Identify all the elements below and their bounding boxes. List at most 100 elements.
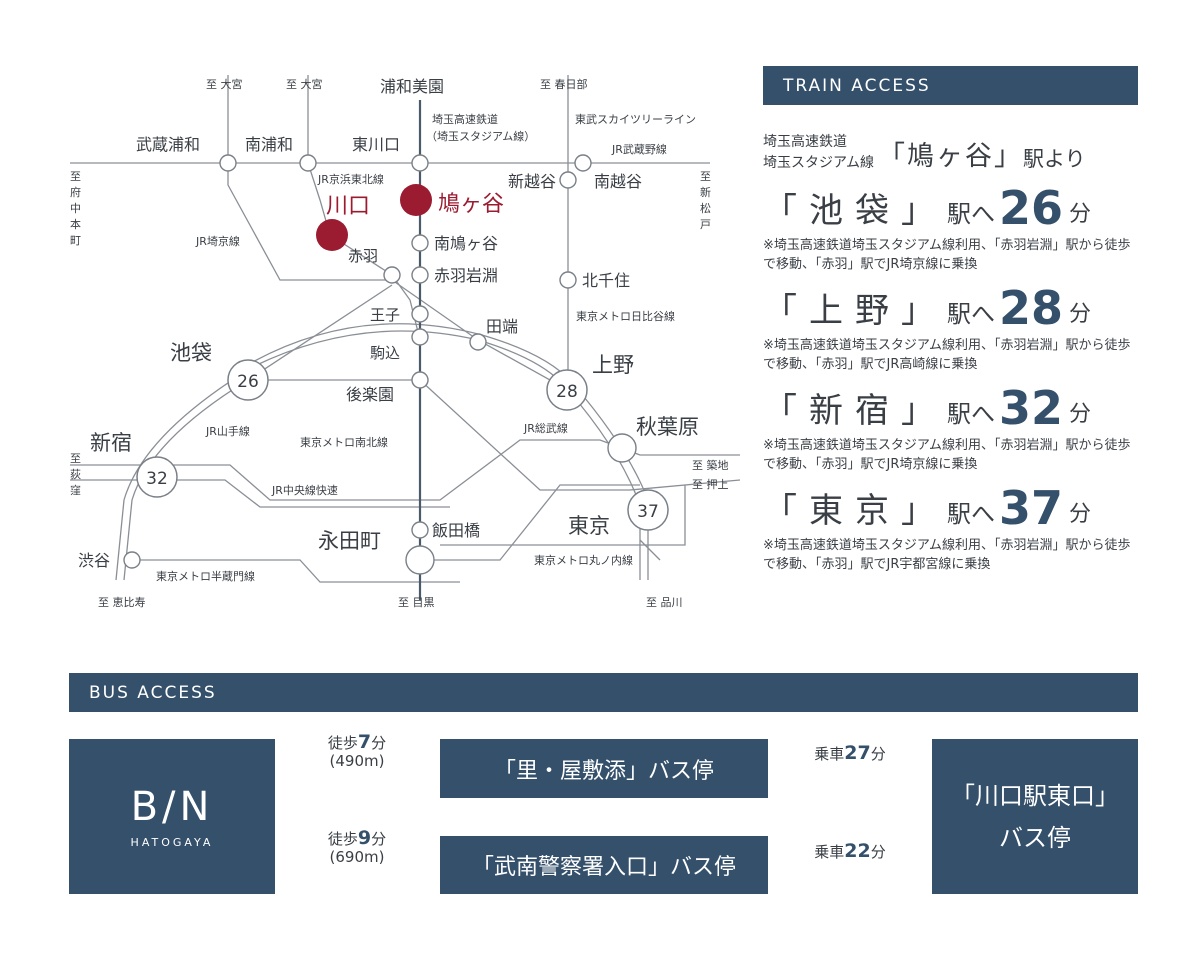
dir-shinagawa: 至 品川	[646, 596, 683, 609]
hanzomon-line	[124, 559, 460, 583]
station-tabata	[469, 333, 487, 351]
walk2-suffix: 分	[371, 830, 387, 848]
station-shinkoshigaya	[559, 171, 577, 189]
saikyo-link	[247, 284, 393, 381]
ride1-prefix: 乗車	[814, 745, 845, 763]
label-shinkoshigaya: 新越谷	[508, 172, 556, 191]
label-komagome: 駒込	[370, 344, 400, 362]
label-kawaguchi: 川口	[326, 194, 370, 219]
label-sobu: JR総武線	[523, 421, 568, 435]
dir-fuchu-3: 中	[70, 202, 81, 215]
route-minutes: 26	[999, 181, 1064, 235]
route-note: ※埼玉高速鉄道埼玉スタジアム線利用、「赤羽岩淵」駅から徒歩で移動、「赤羽」駅でJ…	[763, 338, 1131, 372]
station-higashi-kawaguchi	[411, 154, 429, 172]
station-iidabashi	[411, 521, 429, 539]
dir-shinmatsudo-3: 松	[700, 201, 711, 215]
dir-fuchu-2: 府	[70, 185, 81, 199]
yamanote-west-2	[115, 374, 241, 581]
station-kawaguchi-highlight	[316, 219, 348, 251]
dir-ebisu: 至 恵比寿	[98, 595, 146, 609]
route-ueno: 「上野」 駅へ 28 分 ※埼玉高速鉄道埼玉スタジアム線利用、「赤羽岩淵」駅から…	[763, 284, 1163, 374]
label-shinjuku: 新宿	[90, 431, 132, 455]
label-tabata: 田端	[486, 317, 518, 336]
origin-lines: 埼玉高速鉄道 埼玉スタジアム線	[763, 132, 874, 174]
station-akabane	[383, 266, 401, 284]
label-minami-urawa: 南浦和	[245, 135, 293, 154]
bus-stop-1-label: 「里・屋敷添」バス停	[493, 758, 714, 784]
label-minami-hatogaya: 南鳩ヶ谷	[434, 234, 498, 253]
bus-stop-bunan-police: 「武南警察署入口」バス停	[440, 836, 768, 894]
dir-fuchu-5: 町	[70, 234, 81, 247]
route-note: ※埼玉高速鉄道埼玉スタジアム線利用、「赤羽岩淵」駅から徒歩で移動、「赤羽」駅でJ…	[763, 538, 1131, 572]
hub-ueno	[546, 369, 588, 411]
dir-tsukiji: 至 築地	[692, 458, 729, 472]
train-access-header: TRAIN ACCESS	[763, 66, 1138, 105]
route-note: ※埼玉高速鉄道埼玉スタジアム線利用、「赤羽岩淵」駅から徒歩で移動、「赤羽」駅でJ…	[763, 238, 1131, 272]
walk1-prefix: 徒歩	[327, 734, 358, 752]
label-ueno: 上野	[592, 353, 634, 377]
label-namboku: 東京メトロ南北線	[300, 435, 388, 449]
route-note: ※埼玉高速鉄道埼玉スタジアム線利用、「赤羽岩淵」駅から徒歩で移動、「赤羽」駅でJ…	[763, 438, 1131, 472]
ride-label-1: 乗車27分	[790, 742, 910, 764]
bn-logo: B/N	[130, 784, 214, 830]
label-jr-saikyo: JR埼京線	[195, 234, 240, 248]
station-shibuya	[123, 551, 141, 569]
walk-label-2: 徒歩9分 (690m)	[302, 827, 412, 867]
origin-line-1: 埼玉高速鉄道	[763, 134, 847, 150]
dir-omiya-2: 至 大宮	[286, 77, 323, 91]
label-saitama-railway-sub: （埼玉スタジアム線）	[426, 129, 535, 143]
label-jr-musashino: JR武蔵野線	[611, 142, 667, 156]
walk2-prefix: 徒歩	[327, 830, 358, 848]
train-access-panel: 埼玉高速鉄道 埼玉スタジアム線 「鳩ヶ谷」 駅より 「池袋」 駅へ 26 分 ※…	[763, 118, 1163, 574]
dir-shinmatsudo-4: 戸	[700, 218, 711, 231]
bus-stop-satoyashikizoe: 「里・屋敷添」バス停	[440, 739, 768, 798]
hub-ikebukuro	[227, 359, 269, 401]
station-nagatacho	[405, 545, 435, 575]
walk-label-1: 徒歩7分 (490m)	[302, 731, 412, 771]
terminal-line-2: バス停	[999, 823, 1071, 852]
label-akabane-iwabuchi: 赤羽岩淵	[434, 266, 498, 285]
label-korakuen: 後楽園	[346, 385, 394, 404]
station-korakuen	[411, 371, 429, 389]
ride2-num: 22	[844, 840, 871, 862]
bus-stop-kawaguchi-east: 「川口駅東口」 バス停	[932, 739, 1138, 894]
label-urawa-misono: 浦和美園	[380, 77, 444, 96]
hub-minutes-ueno: 28	[556, 382, 578, 402]
label-iidabashi: 飯田橋	[432, 521, 480, 540]
station-minami-hatogaya	[411, 234, 429, 252]
hub-minutes-ikebukuro: 26	[237, 372, 259, 392]
station-akabane-iwabuchi	[411, 266, 429, 284]
hub-minutes-shinjuku: 32	[146, 469, 168, 489]
bus-access-header: BUS ACCESS	[69, 673, 1138, 712]
label-minami-koshigaya: 南越谷	[594, 172, 642, 191]
route-he: 駅へ	[947, 500, 995, 528]
bus-access-title: BUS ACCESS	[89, 682, 217, 703]
station-musashi-urawa	[219, 154, 237, 172]
route-tokyo: 「東京」 駅へ 37 分 ※埼玉高速鉄道埼玉スタジアム線利用、「赤羽岩淵」駅から…	[763, 484, 1163, 574]
bus-stop-2-label: 「武南警察署入口」バス停	[471, 855, 736, 880]
rail-map: 26 28 32 37 浦和美園 武蔵浦和 南浦和 東川口 新越谷 南越谷 南鳩…	[70, 75, 741, 609]
ride2-suffix: 分	[870, 843, 886, 861]
route-minutes: 32	[999, 381, 1064, 435]
walk2-num: 9	[357, 827, 372, 849]
marunouchi-line	[420, 484, 640, 561]
label-shibuya: 渋谷	[78, 551, 110, 570]
label-akihabara: 秋葉原	[636, 415, 699, 439]
walk1-suffix: 分	[371, 734, 387, 752]
route-minutes: 37	[999, 481, 1064, 535]
dir-omiya-1: 至 大宮	[206, 77, 243, 91]
route-fun: 分	[1069, 402, 1092, 427]
yamanote-west	[123, 379, 249, 581]
station-minami-urawa	[299, 154, 317, 172]
keiyo-line	[639, 539, 661, 561]
walk1-num: 7	[357, 731, 372, 753]
label-hatogaya: 鳩ヶ谷	[438, 192, 504, 217]
yamanote-east-2	[231, 323, 649, 580]
label-chuo: JR中央線快速	[271, 483, 338, 497]
route-he: 駅へ	[947, 200, 995, 228]
origin-line-2: 埼玉スタジアム線	[763, 155, 875, 171]
saikyo-line	[227, 75, 392, 281]
route-fun: 分	[1069, 202, 1092, 227]
station-minami-koshigaya	[574, 154, 592, 172]
label-jr-keihin: JR京浜東北線	[317, 172, 384, 186]
